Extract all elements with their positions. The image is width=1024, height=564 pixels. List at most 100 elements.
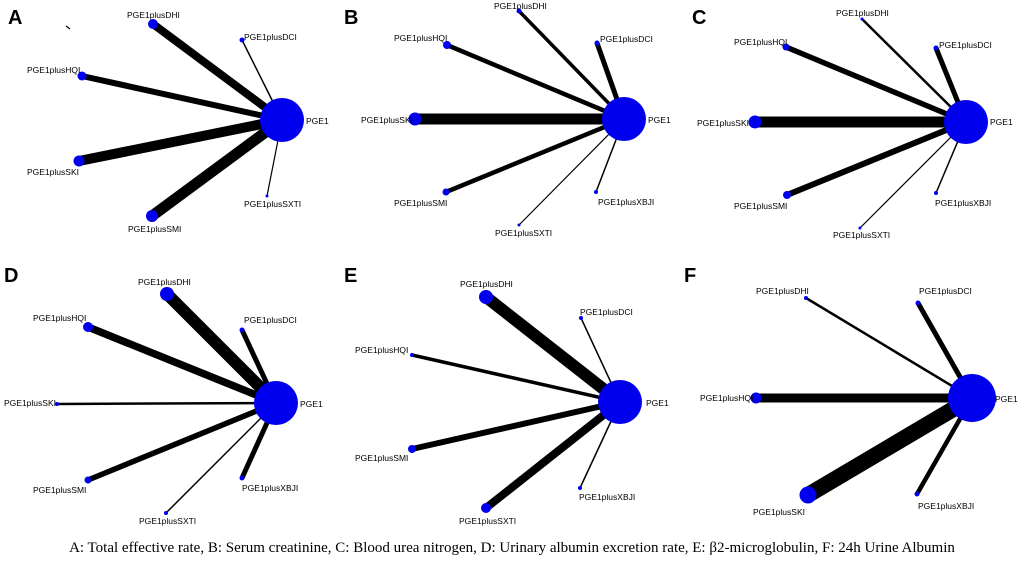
treatment-node [73, 155, 85, 167]
hub-node [254, 381, 298, 425]
node-label: PGE1plusDCI [244, 32, 297, 42]
hub-node [260, 98, 304, 142]
treatment-node [148, 19, 158, 29]
treatment-node [408, 112, 422, 126]
treatment-node [265, 194, 269, 198]
network-edge [86, 400, 278, 483]
treatment-node [239, 475, 245, 481]
network-edge [784, 44, 968, 125]
hub-node [948, 374, 996, 422]
network-edge [859, 121, 967, 229]
treatment-node [83, 322, 93, 332]
panel-letter: E [344, 265, 357, 287]
panel-letter: C [692, 7, 706, 29]
node-label: PGE1plusDHI [756, 286, 809, 296]
network-edge [803, 391, 977, 502]
treatment-node [914, 491, 920, 497]
node-label: PGE1plusSMI [394, 198, 447, 208]
network-edge [148, 115, 286, 221]
treatment-node [410, 353, 414, 357]
treatment-node [408, 445, 416, 453]
panel-b: BPGE1PGE1plusDHIPGE1plusDCIPGE1plusHQIPG… [344, 1, 671, 238]
treatment-node [84, 476, 92, 484]
panel-letter: A [8, 7, 22, 29]
node-label: PGE1plusHQI [33, 313, 86, 323]
node-label: PGE1plusDCI [244, 315, 297, 325]
treatment-node [782, 43, 790, 51]
node-label: PGE1plusSXTI [833, 230, 890, 240]
node-label: PGE1plusHQI [27, 65, 80, 75]
node-label: PGE1plusDHI [836, 8, 889, 18]
treatment-node [481, 503, 491, 513]
network-edge [150, 20, 285, 124]
node-label: PGE1plusSKI [4, 398, 56, 408]
node-label: PGE1plusDHI [138, 277, 191, 287]
hub-label: PGE1 [648, 115, 671, 125]
treatment-node [517, 223, 521, 227]
panel-letter: F [684, 265, 696, 287]
node-label: PGE1plusXBJI [579, 492, 635, 502]
node-label: PGE1plusSMI [734, 201, 787, 211]
treatment-node [804, 296, 808, 300]
node-label: PGE1plusSKI [27, 167, 79, 177]
network-edge [785, 119, 968, 198]
panel-e: EPGE1PGE1plusDHIPGE1plusDCIPGE1plusHQIPG… [344, 265, 669, 526]
treatment-node [442, 188, 450, 196]
node-label: PGE1plusHQI [734, 37, 787, 47]
node-label: PGE1plusXBJI [918, 501, 974, 511]
node-label: PGE1plusSXTI [495, 228, 552, 238]
network-edge [483, 398, 623, 512]
node-label: PGE1plusSKI [361, 115, 413, 125]
network-edge [445, 116, 625, 195]
node-label: PGE1plusDHI [127, 10, 180, 20]
network-edge [861, 18, 967, 123]
hub-label: PGE1 [990, 117, 1013, 127]
hub-node [602, 97, 646, 141]
hub-label: PGE1 [300, 399, 323, 409]
treatment-node [77, 71, 87, 81]
node-label: PGE1plusDHI [494, 1, 547, 11]
treatment-node [160, 287, 174, 301]
treatment-node [594, 40, 600, 46]
treatment-node [748, 115, 762, 129]
node-label: PGE1plusSXTI [139, 516, 196, 526]
node-label: PGE1plusSMI [355, 453, 408, 463]
treatment-node [164, 511, 168, 515]
treatment-node [516, 8, 522, 14]
panel-c: C PGE1 PGE1plusDHI PGE1plusDCI PGE1plusHQI PG… [692, 7, 1013, 240]
network-edge [411, 353, 621, 404]
treatment-node [443, 41, 451, 49]
network-edge [78, 115, 283, 166]
treatment-node [783, 191, 791, 199]
network-edge [805, 296, 973, 400]
treatment-node [934, 191, 938, 195]
node-label: PGE1plusDCI [939, 40, 992, 50]
node-label: PGE1plusXBJI [935, 198, 991, 208]
network-edge [81, 73, 283, 123]
network-edge [482, 292, 624, 407]
treatment-node [239, 37, 245, 43]
node-label: PGE1plusSXTI [459, 516, 516, 526]
figure-caption: A: Total effective rate, B: Serum creati… [69, 540, 955, 556]
hub-label: PGE1 [306, 116, 329, 126]
network-edge [518, 118, 625, 226]
treatment-node [933, 45, 939, 51]
node-label: PGE1plusDHI [460, 279, 513, 289]
panel-a: A PGE1 PGE1plusDHI PGE1plusDCI PGE1plusHQI PG… [8, 7, 329, 234]
treatment-node [799, 486, 817, 504]
panel-d: DPGE1PGE1plusDHIPGE1plusDCIPGE1plusHQIPG… [4, 265, 323, 526]
treatment-node [860, 17, 864, 21]
hub-label: PGE1 [995, 394, 1018, 404]
treatment-node [55, 402, 59, 406]
hub-label: PGE1 [646, 398, 669, 408]
hub-node [944, 100, 988, 144]
treatment-node [915, 300, 921, 306]
node-label: PGE1plusSMI [128, 224, 181, 234]
node-label: PGE1plusDCI [919, 286, 972, 296]
node-label: PGE1plusXBJI [598, 197, 654, 207]
node-label: PGE1plusSKI [697, 118, 749, 128]
treatment-node [579, 316, 583, 320]
node-label: PGE1plusSXTI [244, 199, 301, 209]
network-edge [56, 401, 277, 406]
network-edge [411, 399, 621, 452]
